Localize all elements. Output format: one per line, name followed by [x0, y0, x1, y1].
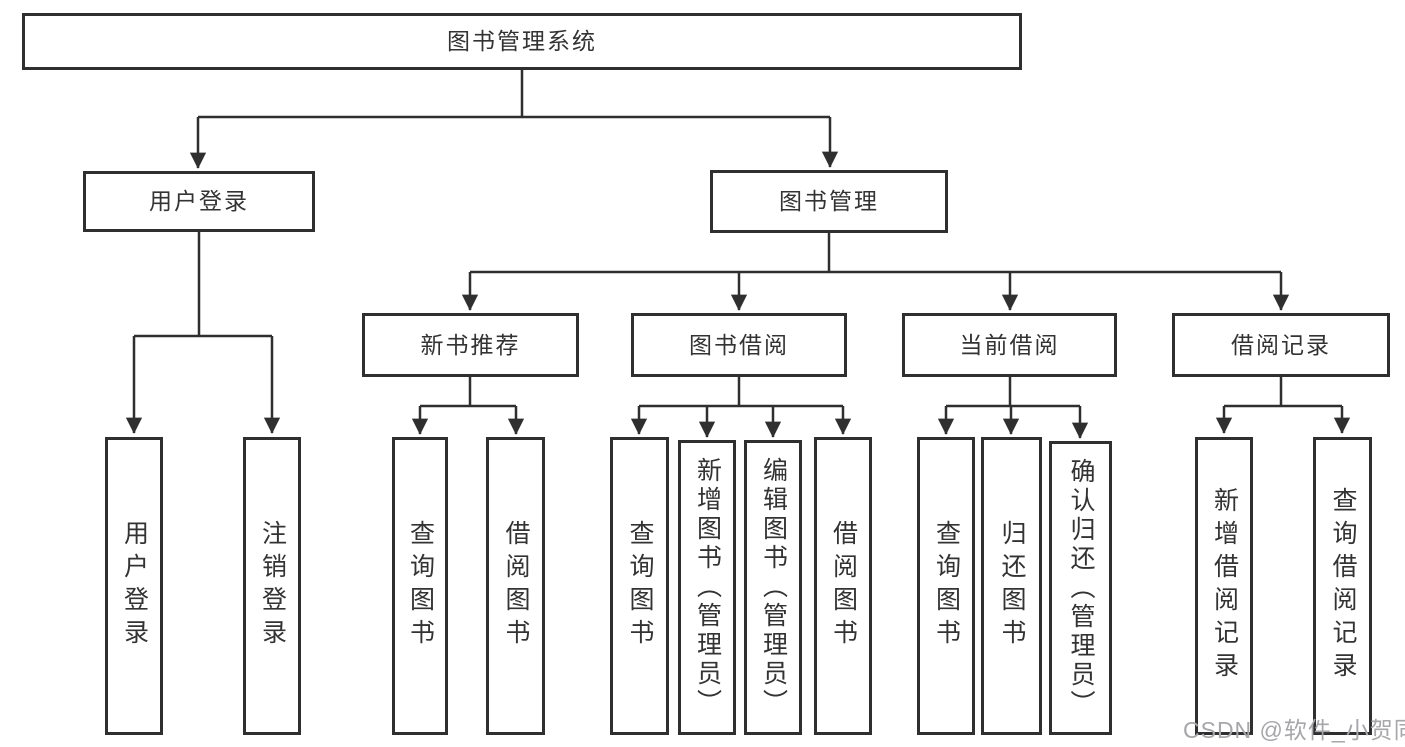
- watermark: CSDN @软件_小贺同学: [1183, 717, 1405, 743]
- leaf-borrow-books-borrowing: 借阅图书: [814, 437, 872, 735]
- leaf-query-books-current: 查询图书: [917, 437, 975, 735]
- node-borrowing-records: 借阅记录: [1172, 313, 1390, 377]
- leaf-query-borrow-record: 查询借阅记录: [1313, 437, 1372, 735]
- node-user-login: 用户登录: [83, 171, 315, 232]
- leaf-query-books-recommend: 查询图书: [392, 437, 448, 735]
- node-current-borrowing: 当前借阅: [902, 313, 1117, 377]
- node-new-book-recommend: 新书推荐: [362, 313, 579, 377]
- node-library-system: 图书管理系统: [22, 13, 1022, 70]
- leaf-add-books-admin: 新增图书（管理员）: [678, 440, 736, 735]
- leaf-borrow-books-recommend: 借阅图书: [486, 437, 545, 735]
- leaf-confirm-return-admin: 确认归还（管理员）: [1049, 441, 1112, 735]
- leaf-user-login: 用户登录: [105, 437, 163, 735]
- leaf-add-borrow-record: 新增借阅记录: [1195, 437, 1253, 735]
- node-book-borrowing: 图书借阅: [631, 313, 847, 377]
- node-book-management: 图书管理: [710, 170, 948, 233]
- leaf-return-books: 归还图书: [981, 437, 1042, 735]
- leaf-query-books-borrowing: 查询图书: [610, 437, 669, 735]
- leaf-edit-books-admin: 编辑图书（管理员）: [744, 440, 802, 735]
- leaf-logout: 注销登录: [243, 437, 301, 735]
